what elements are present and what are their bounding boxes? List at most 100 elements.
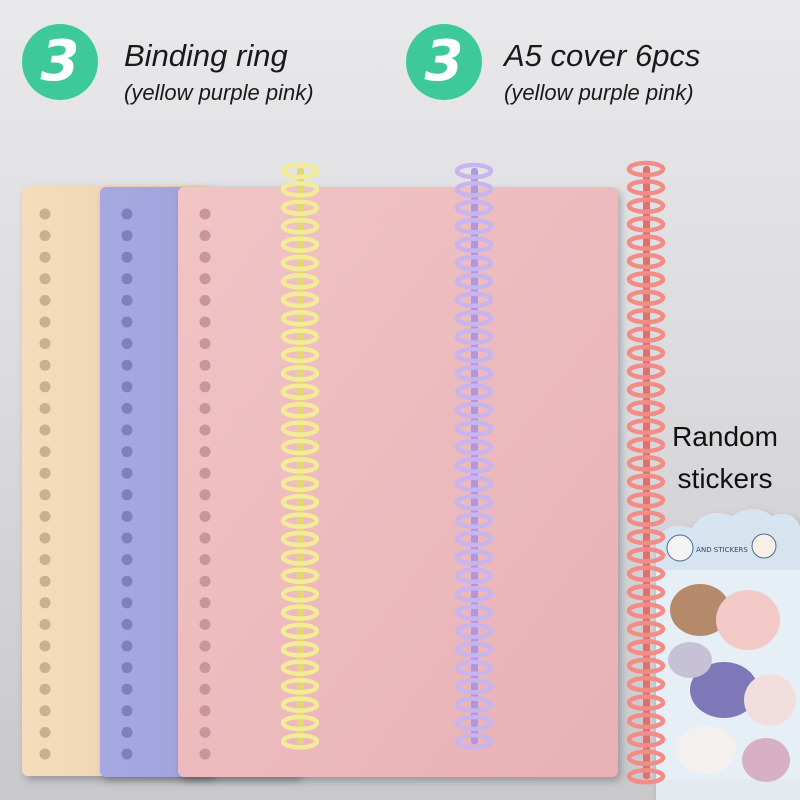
- ring-loop: [626, 418, 666, 435]
- punch-hole: [121, 640, 133, 652]
- ring-loop: [626, 215, 666, 233]
- random-stickers-label: Random stickers: [660, 416, 790, 500]
- ring-loop: [626, 197, 666, 215]
- punch-hole: [39, 748, 51, 760]
- punch-hole: [39, 554, 51, 566]
- ring-loop: [454, 162, 494, 180]
- ring-loop: [280, 199, 320, 217]
- ring-loop: [454, 273, 494, 290]
- ring-loop: [626, 326, 666, 343]
- ring-loop: [280, 622, 320, 640]
- punch-hole: [121, 748, 133, 760]
- punch-hole: [121, 726, 133, 738]
- punch-hole: [39, 726, 51, 738]
- ring-loop: [626, 565, 666, 583]
- ring-loop: [454, 696, 494, 713]
- ring-spine: [297, 168, 304, 745]
- punch-hole: [39, 597, 51, 609]
- ring-loop: [626, 179, 666, 196]
- punch-hole: [199, 618, 211, 630]
- ring-loop: [626, 731, 666, 748]
- punch-hole: [39, 575, 51, 587]
- binding-ring-title: Binding ring: [124, 38, 288, 73]
- punch-hole: [199, 402, 211, 414]
- ring-loop: [626, 620, 666, 638]
- ring-loop: [454, 641, 494, 658]
- punch-hole: [39, 273, 51, 285]
- punch-hole: [199, 338, 211, 350]
- ring-loop: [626, 749, 666, 767]
- ring-loop: [280, 273, 320, 290]
- ring-loop: [454, 346, 494, 364]
- ring-loop: [626, 234, 666, 251]
- binding-ring-pink: [626, 160, 666, 785]
- punch-hole: [199, 381, 211, 393]
- punch-hole: [39, 640, 51, 652]
- ring-loop: [454, 549, 494, 566]
- ring-loop: [280, 181, 320, 198]
- ring-loop: [454, 328, 494, 345]
- punch-hole: [121, 510, 133, 522]
- punch-hole: [199, 575, 211, 587]
- ring-loop: [626, 455, 666, 472]
- ring-loop: [280, 696, 320, 713]
- binding-ring-yellow: [280, 162, 320, 750]
- punch-hole: [199, 532, 211, 544]
- punch-hole: [121, 489, 133, 501]
- punch-hole: [199, 446, 211, 458]
- ring-loop: [280, 438, 320, 456]
- ring-loop: [454, 457, 494, 474]
- ring-loop: [454, 309, 494, 327]
- punch-hole: [121, 402, 133, 414]
- ring-loop: [454, 493, 494, 511]
- punch-hole: [39, 446, 51, 458]
- punch-hole: [39, 359, 51, 371]
- punch-hole: [121, 683, 133, 695]
- punch-hole: [199, 662, 211, 674]
- ring-loop: [626, 160, 666, 178]
- punch-hole: [121, 230, 133, 242]
- ring-loop: [280, 475, 320, 493]
- punch-hole: [199, 208, 211, 220]
- ring-spine: [471, 168, 478, 745]
- ring-loop: [454, 677, 494, 695]
- ring-loop: [454, 622, 494, 640]
- ring-loop: [280, 493, 320, 511]
- punch-hole: [39, 489, 51, 501]
- punch-hole: [121, 575, 133, 587]
- ring-loop: [626, 491, 666, 509]
- ring-loop: [280, 733, 320, 750]
- punch-hole: [199, 316, 211, 328]
- punch-hole: [121, 359, 133, 371]
- punch-hole: [121, 294, 133, 306]
- ring-loop: [454, 475, 494, 493]
- punch-hole: [121, 662, 133, 674]
- punch-hole: [199, 554, 211, 566]
- punch-hole: [199, 467, 211, 479]
- punch-hole: [121, 338, 133, 350]
- punch-hole: [199, 705, 211, 717]
- ring-loop: [280, 585, 320, 603]
- punch-hole: [39, 251, 51, 263]
- punch-hole: [199, 748, 211, 760]
- ring-loop: [280, 604, 320, 621]
- punch-hole: [39, 208, 51, 220]
- ring-loop: [280, 659, 320, 677]
- number-badge-left: 3: [22, 24, 98, 100]
- punch-hole: [39, 683, 51, 695]
- punch-hole: [39, 424, 51, 436]
- ring-loop: [626, 528, 666, 546]
- ring-loop: [280, 420, 320, 437]
- ring-loop: [454, 733, 494, 750]
- binding-ring-caption: Binding ring (yellow purple pink): [124, 38, 314, 106]
- punch-hole: [121, 705, 133, 717]
- ring-loop: [454, 659, 494, 677]
- ring-loop: [626, 602, 666, 619]
- ring-loop: [280, 162, 320, 180]
- ring-spine: [643, 166, 650, 780]
- ring-loop: [454, 438, 494, 456]
- punch-hole: [199, 640, 211, 652]
- punch-hole: [121, 208, 133, 220]
- ring-loop: [280, 365, 320, 382]
